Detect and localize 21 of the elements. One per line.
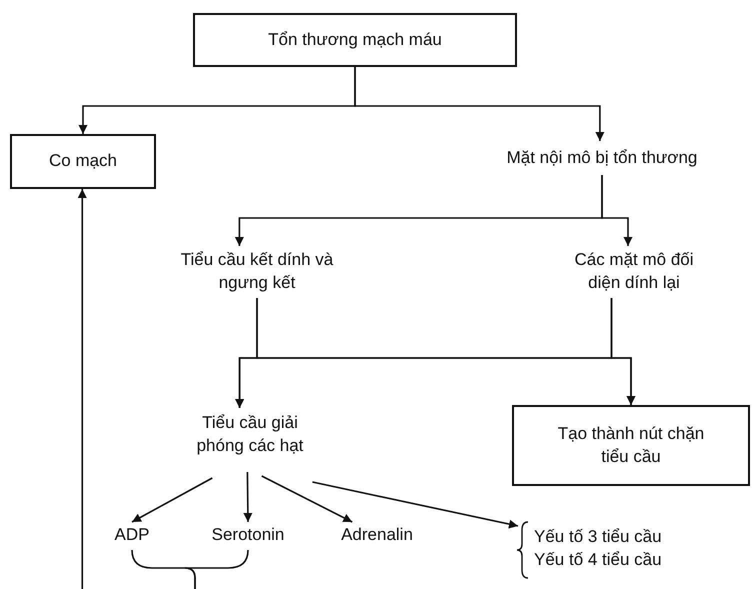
arrow: [78, 189, 87, 589]
factor-text: Yếu tố 4 tiểu cầu: [534, 549, 662, 571]
substance-text: Adrenalin: [341, 524, 413, 546]
arrow: [610, 298, 636, 405]
factor-text: Yếu tố 3 tiểu cầu: [534, 526, 662, 548]
substance-text: ADP: [114, 524, 150, 546]
step-text: Các mặt mô đối diện dính lại: [573, 249, 695, 294]
arrow: [261, 475, 353, 523]
process-box: Tổn thương mạch máu: [193, 13, 517, 67]
step-text: Tiểu cầu giải phóng các hạt: [196, 412, 304, 457]
process-box: Tạo thành nút chặn tiểu cầu: [512, 405, 750, 486]
process-box: Co mạch: [10, 134, 156, 189]
step-text: Mặt nội mô bị tổn thương: [506, 146, 698, 169]
arrow: [132, 477, 213, 523]
arrow: [312, 481, 518, 529]
brace-connector: [184, 550, 249, 589]
step-text: Tiểu cầu kết dính và ngưng kết: [180, 249, 334, 294]
substance-text: Serotonin: [212, 524, 284, 546]
arrow: [354, 67, 604, 141]
arrow: [601, 175, 632, 246]
arrow: [243, 472, 252, 522]
